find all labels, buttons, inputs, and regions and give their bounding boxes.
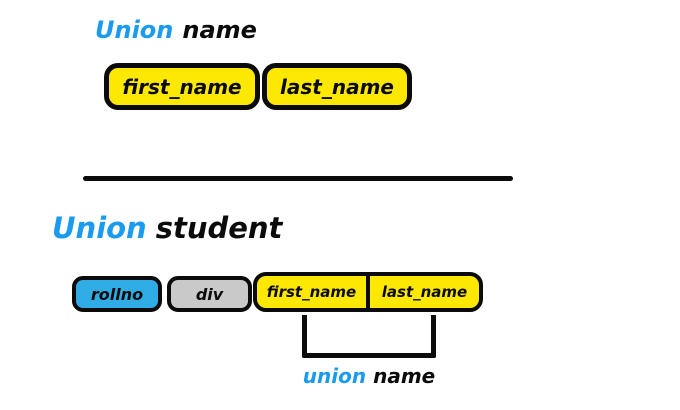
field-label-last-name-top: last_name (280, 74, 394, 99)
field-label-first-name-bottom: first_name (266, 283, 357, 301)
section-divider-line (83, 176, 513, 181)
union-bracket-label-keyword: union (302, 364, 367, 388)
field-label-rollno: rollno (90, 284, 144, 304)
union-cell-last-name: last_name (370, 276, 479, 308)
union-bracket-label-text: name (373, 364, 436, 388)
union-cell-first-name: first_name (257, 276, 370, 308)
union-student-title-keyword: Union (52, 211, 147, 245)
field-label-last-name-bottom: last_name (381, 283, 468, 301)
union-student-title-text: student (155, 211, 283, 245)
union-name-title-text: name (182, 16, 257, 44)
field-box-rollno: rollno (72, 276, 162, 312)
field-box-last-name-top: last_name (262, 63, 412, 110)
field-label-first-name-top: first_name (122, 74, 242, 99)
union-field-group-box: first_name last_name (253, 272, 483, 312)
union-name-title-keyword: Union (95, 16, 174, 44)
field-box-div: div (167, 276, 252, 312)
union-name-title: Union name (95, 16, 257, 44)
union-bracket (302, 315, 436, 358)
field-label-div: div (195, 284, 224, 304)
field-box-first-name-top: first_name (104, 63, 260, 110)
